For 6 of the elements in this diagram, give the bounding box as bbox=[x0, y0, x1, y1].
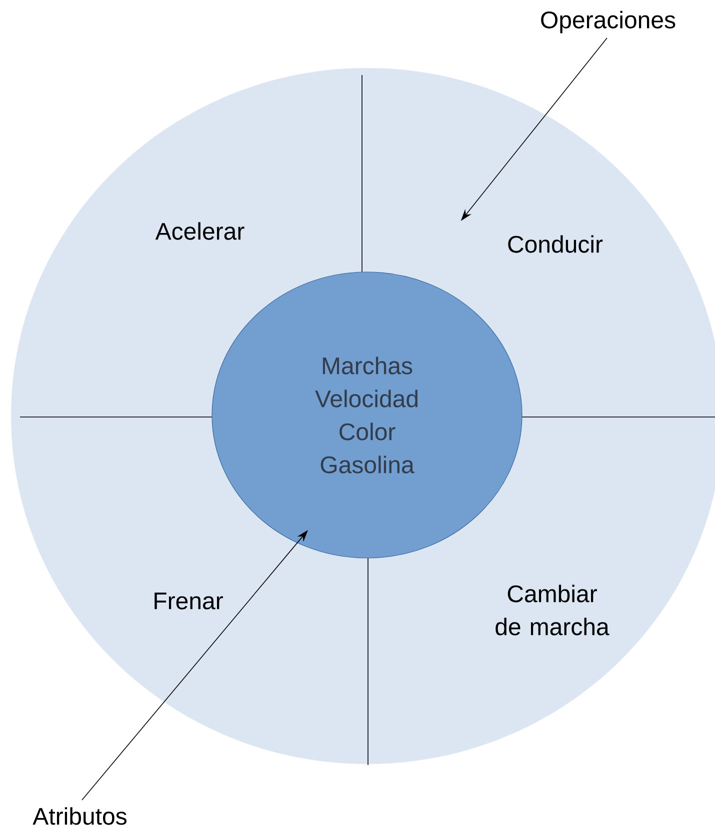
sector-label: Conducir bbox=[508, 235, 603, 253]
sector-label: Acelerar bbox=[155, 222, 244, 240]
sector-label: Frenar bbox=[154, 592, 223, 610]
callout-label: Atributos bbox=[32, 807, 126, 825]
sector-label: Cambiar de marcha bbox=[496, 584, 610, 636]
callout-label: Operaciones bbox=[541, 10, 676, 34]
